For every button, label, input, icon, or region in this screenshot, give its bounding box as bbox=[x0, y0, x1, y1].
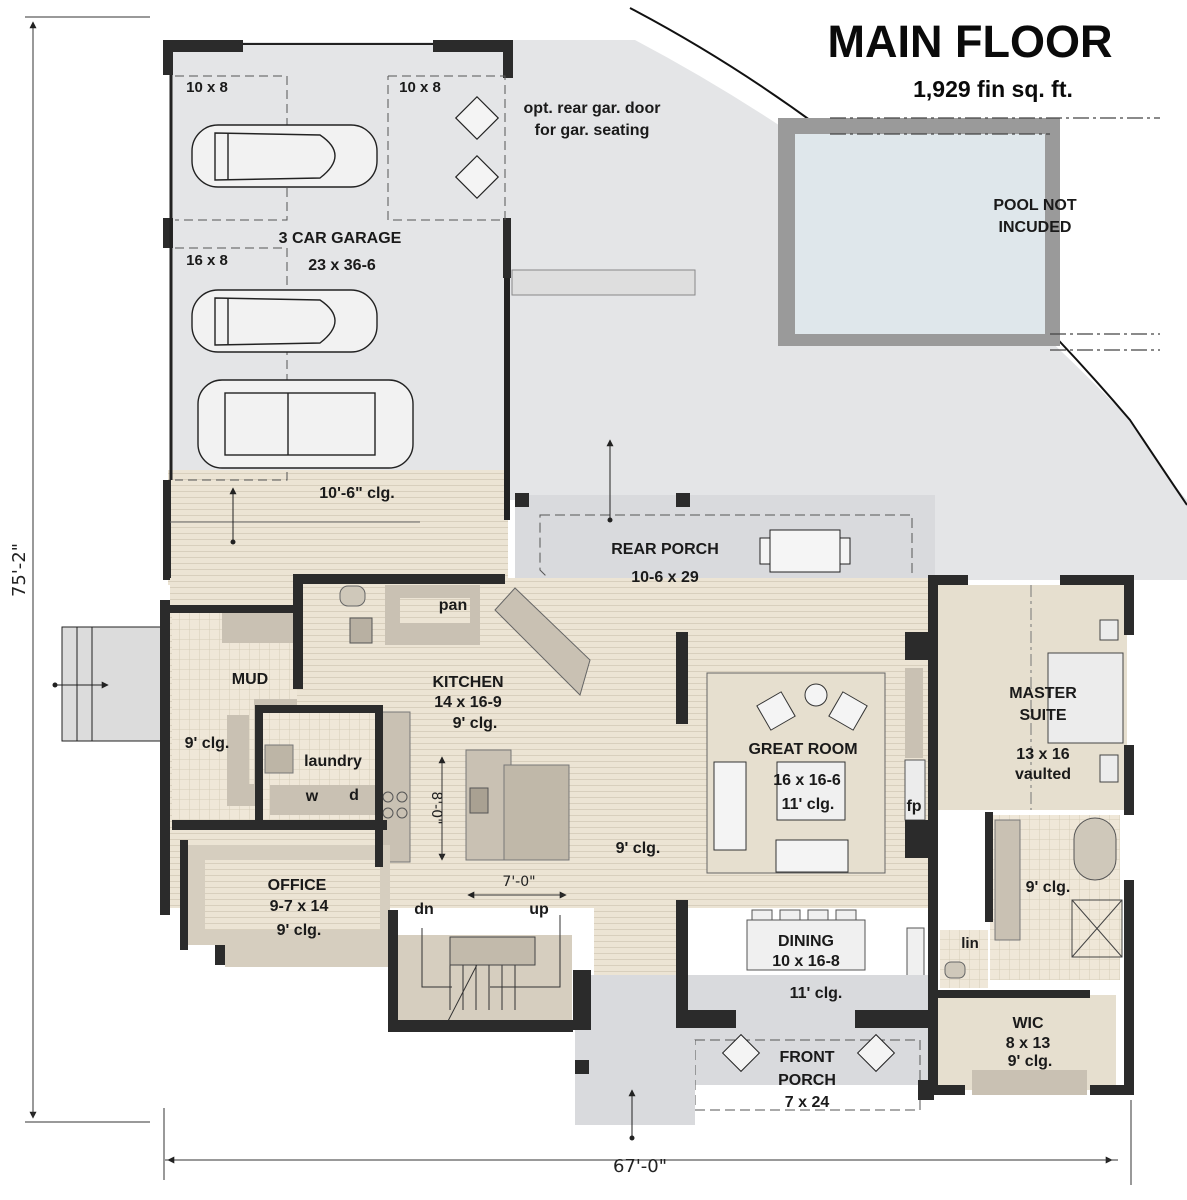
garage-bay3-size: 16 x 8 bbox=[186, 252, 228, 269]
dimension-lines bbox=[25, 16, 1132, 1185]
sofa-icon bbox=[713, 761, 747, 851]
office-ceiling: 9' clg. bbox=[277, 922, 322, 939]
island-dimension: 8'-0" bbox=[428, 791, 444, 824]
toilet-icon bbox=[339, 585, 366, 607]
wic-size: 8 x 13 bbox=[1006, 1035, 1051, 1052]
garage-note-line2: for gar. seating bbox=[535, 122, 650, 139]
garage-name: 3 CAR GARAGE bbox=[279, 230, 402, 247]
front-porch-name-1: FRONT bbox=[779, 1049, 834, 1066]
chair-icon bbox=[454, 95, 500, 141]
fireplace-label: fp bbox=[906, 798, 921, 815]
square-footage: 1,929 fin sq. ft. bbox=[913, 76, 1073, 102]
car-icon bbox=[191, 289, 378, 353]
shower-icon bbox=[1071, 899, 1123, 958]
master-bath-ceiling: 9' clg. bbox=[1026, 879, 1071, 896]
office-size: 9-7 x 14 bbox=[270, 898, 329, 915]
overall-depth-dimension: 75'-2" bbox=[9, 543, 30, 597]
wic-name: WIC bbox=[1012, 1015, 1044, 1032]
front-porch-name-2: PORCH bbox=[778, 1072, 836, 1089]
hall-ceiling: 9' clg. bbox=[616, 840, 661, 857]
dining-name: DINING bbox=[778, 933, 834, 950]
garage-note-line1: opt. rear gar. door bbox=[524, 100, 661, 117]
walls bbox=[160, 574, 1134, 1100]
pool-note-line2: INCUDED bbox=[999, 219, 1072, 236]
great-room-size: 16 x 16-6 bbox=[773, 772, 841, 789]
garage-bay2-size: 10 x 8 bbox=[399, 79, 441, 96]
rear-porch-size: 10-6 x 29 bbox=[631, 569, 699, 586]
bed-icon bbox=[1047, 652, 1124, 744]
side-table-icon bbox=[804, 683, 828, 707]
garage-bay1-size: 10 x 8 bbox=[186, 79, 228, 96]
master-suite-name-1: MASTER bbox=[1009, 685, 1077, 702]
page-title: MAIN FLOOR bbox=[828, 16, 1113, 67]
pantry-name: pan bbox=[439, 597, 467, 614]
master-suite-ceiling: vaulted bbox=[1015, 766, 1071, 783]
toilet-icon bbox=[944, 961, 966, 979]
pool-note-line1: POOL NOT bbox=[993, 197, 1076, 214]
bathtub-icon bbox=[1073, 817, 1117, 881]
rear-porch-name: REAR PORCH bbox=[611, 541, 719, 558]
dining-table bbox=[746, 919, 866, 971]
suv-icon bbox=[197, 379, 414, 469]
linen-label: lin bbox=[961, 935, 979, 952]
stairs-down-label: dn bbox=[414, 901, 434, 918]
porch-chair-icon bbox=[721, 1033, 761, 1073]
master-suite-size: 13 x 16 bbox=[1016, 746, 1069, 763]
sofa-icon bbox=[775, 839, 849, 873]
kitchen-ceiling: 9' clg. bbox=[453, 715, 498, 732]
porch-chair-icon bbox=[856, 1033, 896, 1073]
kitchen-table bbox=[503, 764, 570, 861]
armchair-icon bbox=[828, 691, 868, 731]
wic-ceiling: 9' clg. bbox=[1008, 1053, 1053, 1070]
side-entry-slab bbox=[61, 626, 168, 742]
washer-label: w bbox=[305, 788, 319, 805]
overall-width-dimension: 67'-0" bbox=[613, 1156, 667, 1177]
garage-ceiling: 10'-6" clg. bbox=[319, 485, 394, 502]
stairs-up-label: up bbox=[529, 901, 549, 918]
car-icon bbox=[191, 124, 378, 188]
great-room-ceiling: 11' clg. bbox=[782, 796, 835, 813]
stair-width-dimension: 7'-0" bbox=[502, 874, 535, 890]
dining-ceiling: 11' clg. bbox=[790, 985, 843, 1002]
office-name: OFFICE bbox=[268, 877, 327, 894]
chair-icon bbox=[454, 154, 500, 200]
mud-name: MUD bbox=[232, 671, 268, 688]
pool-water bbox=[795, 134, 1045, 334]
patio-table-icon bbox=[759, 529, 851, 573]
kitchen-size: 14 x 16-9 bbox=[434, 694, 502, 711]
mud-ceiling: 9' clg. bbox=[185, 735, 230, 752]
armchair-icon bbox=[756, 691, 796, 731]
kitchen-name: KITCHEN bbox=[432, 674, 503, 691]
dryer-label: d bbox=[349, 787, 359, 804]
dining-size: 10 x 16-8 bbox=[772, 953, 840, 970]
front-porch-size: 7 x 24 bbox=[785, 1094, 830, 1111]
garage-size: 23 x 36-6 bbox=[308, 257, 376, 274]
kitchen-bar bbox=[494, 587, 591, 696]
master-suite-name-2: SUITE bbox=[1019, 707, 1066, 724]
laundry-name: laundry bbox=[304, 753, 362, 770]
great-room-name: GREAT ROOM bbox=[748, 741, 857, 758]
